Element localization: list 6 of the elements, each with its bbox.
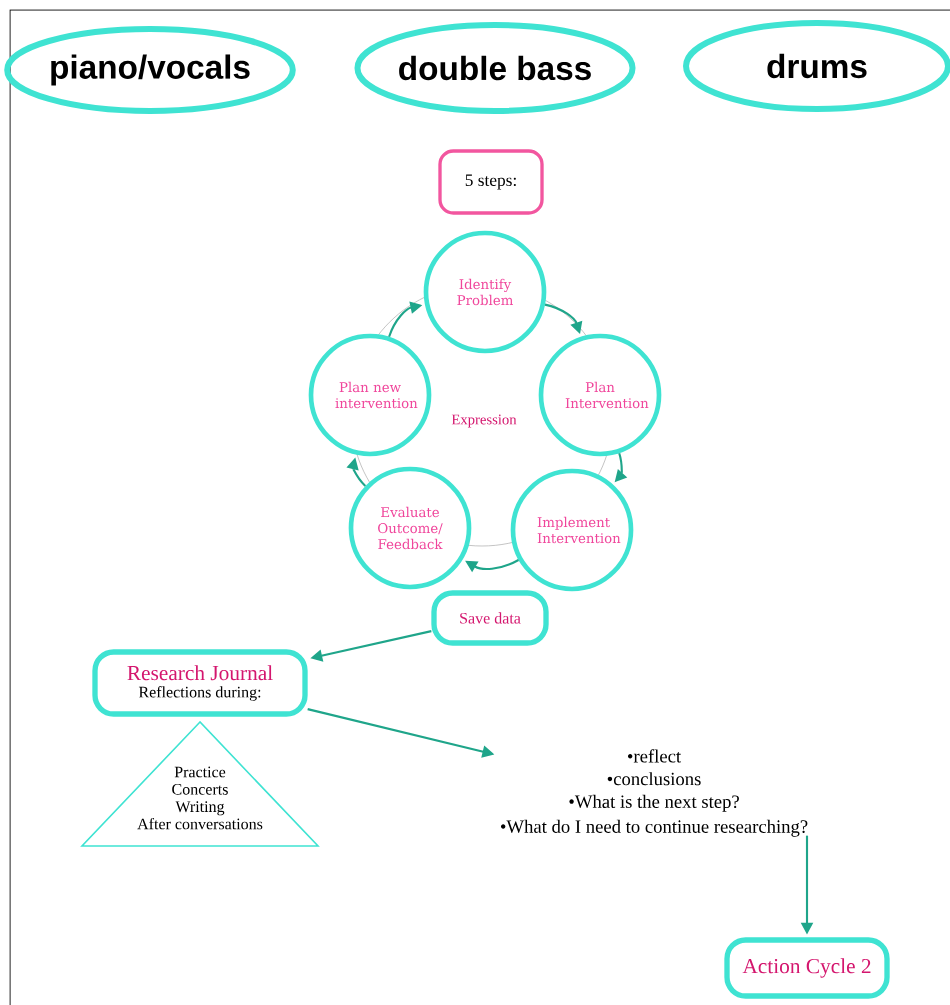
journal-box: Research Journal Reflections during: xyxy=(92,649,308,717)
process-box: Action Cycle 2 xyxy=(724,937,890,999)
bullet-list: •reflect •conclusions •What is the next step? •What do I need to continue researching? xyxy=(500,749,808,837)
heading-box: 5 steps: xyxy=(438,149,544,215)
cycle-label: Expression xyxy=(451,414,517,428)
process-box: Save data xyxy=(431,590,549,646)
